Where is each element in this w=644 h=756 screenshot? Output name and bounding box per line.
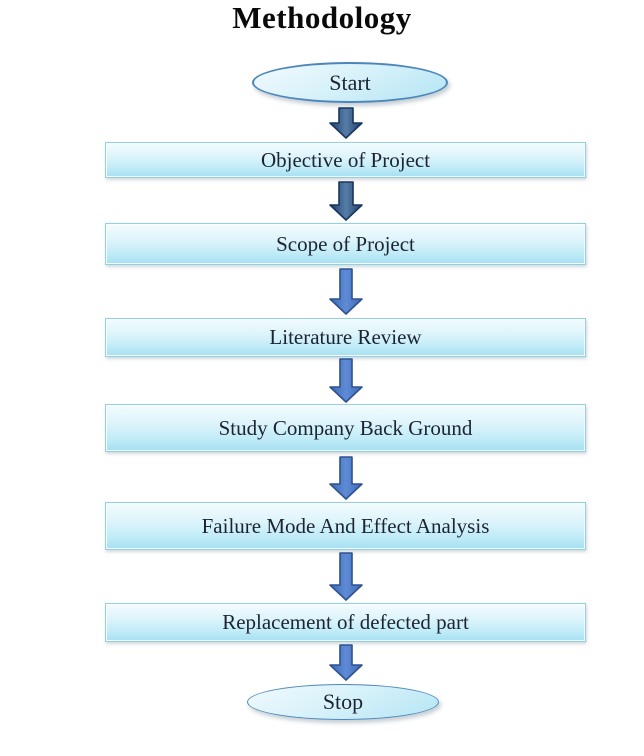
- diagram-title: Methodology: [232, 0, 412, 35]
- flow-step-label: Replacement of defected part: [222, 610, 469, 634]
- flow-step-literature-review: Literature Review: [105, 318, 586, 357]
- flow-step-objective-of-project: Objective of Project: [105, 142, 586, 178]
- flow-step-replacement-of-defected-part: Replacement of defected part: [105, 603, 586, 642]
- arrow-down-icon: [328, 268, 364, 315]
- flow-terminator-label: Stop: [322, 689, 364, 714]
- flow-step-label: Literature Review: [269, 325, 422, 349]
- flow-terminator-label: Start: [329, 69, 371, 95]
- arrow-down-icon: [328, 456, 364, 500]
- flow-step-label: Scope of Project: [276, 231, 415, 256]
- flow-step-failure-mode-and-effect-analysis: Failure Mode And Effect Analysis: [105, 502, 586, 550]
- flow-step-label: Study Company Back Ground: [218, 415, 473, 440]
- flow-step-label: Objective of Project: [260, 147, 431, 172]
- arrow-down-icon: [328, 107, 364, 139]
- flow-step-scope-of-project: Scope of Project: [105, 223, 586, 265]
- flow-terminator-start: Start: [252, 62, 448, 103]
- flow-step-study-company-back-ground: Study Company Back Ground: [105, 404, 586, 452]
- arrow-down-icon: [328, 644, 364, 681]
- arrow-down-icon: [328, 181, 364, 221]
- flow-terminator-stop: Stop: [247, 684, 439, 720]
- arrow-down-icon: [328, 552, 364, 601]
- arrow-down-icon: [328, 358, 364, 403]
- flow-step-label: Failure Mode And Effect Analysis: [201, 513, 490, 538]
